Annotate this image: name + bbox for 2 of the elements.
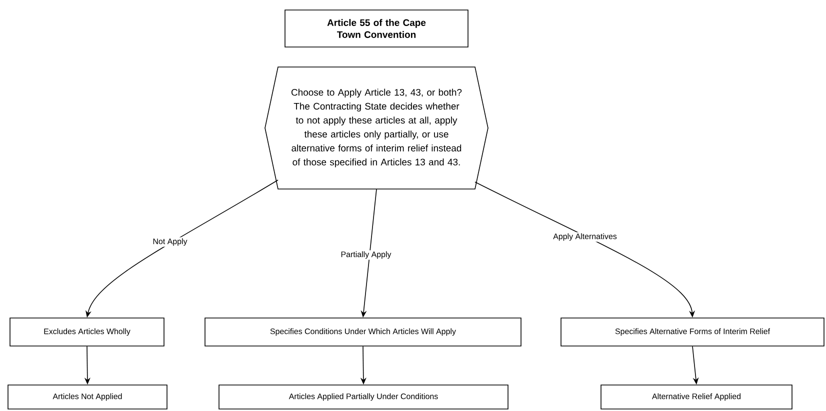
decision-hexagon: Choose to Apply Article 13, 43, or both? The Contracting State decides whether to not apply these articles at all, apply these articles only partially, or use alternative forms of interim relief instead of those specified in Articles 13 and 43.: [264, 66, 488, 190]
title-box: Article 55 of the Cape Town Convention: [284, 10, 468, 48]
